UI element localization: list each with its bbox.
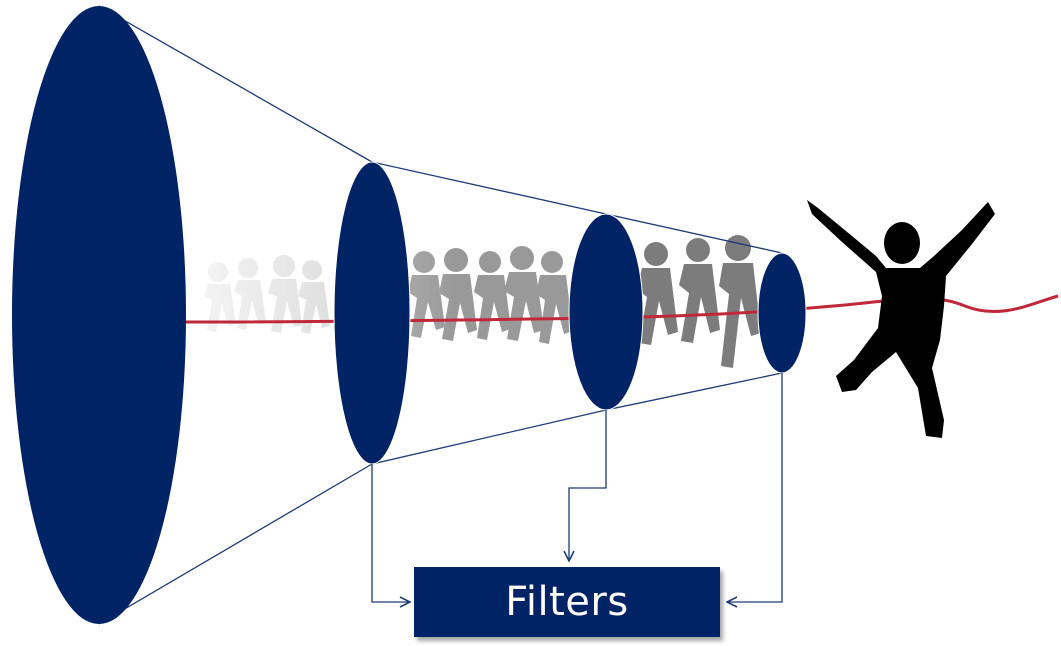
filter-disc-3: [568, 213, 644, 411]
filters-label: Filters: [505, 579, 629, 625]
arrow-from-disc-2: [371, 464, 410, 602]
funnel-outline: [98, 5, 783, 625]
runner-crowd: [195, 235, 761, 400]
filter-disc-1: [12, 6, 186, 624]
arrow-from-disc-4: [727, 373, 783, 602]
winner-silhouette: [807, 200, 995, 438]
connector-arrows: [371, 373, 783, 602]
arrow-from-disc-3: [569, 410, 607, 561]
filters-label-box: Filters: [414, 567, 720, 637]
filter-disc-2: [333, 161, 411, 465]
filter-disc-4: [757, 252, 807, 374]
